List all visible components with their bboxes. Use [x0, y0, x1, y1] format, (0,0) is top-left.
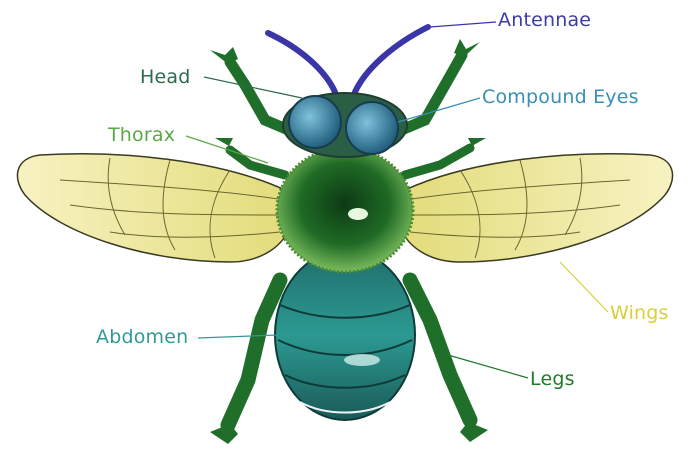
abdomen-leader [198, 335, 278, 338]
wings-label: Wings [610, 302, 669, 324]
antennae-leader [430, 22, 496, 27]
antennae-label: Antennae [498, 9, 591, 31]
compound-eyes-label: Compound Eyes [482, 86, 639, 108]
head [283, 93, 407, 157]
right-wing [400, 154, 673, 262]
head-label: Head [140, 66, 190, 88]
legs-label: Legs [530, 368, 575, 390]
wings-leader [560, 262, 608, 312]
thorax [277, 148, 413, 272]
antennae [268, 27, 428, 92]
left-wing [17, 154, 290, 262]
legs-leader [448, 355, 528, 378]
thorax-label: Thorax [108, 124, 175, 146]
abdomen [275, 250, 415, 420]
left-compound-eye [289, 96, 341, 148]
right-compound-eye [346, 102, 398, 154]
abdomen-label: Abdomen [96, 326, 188, 348]
